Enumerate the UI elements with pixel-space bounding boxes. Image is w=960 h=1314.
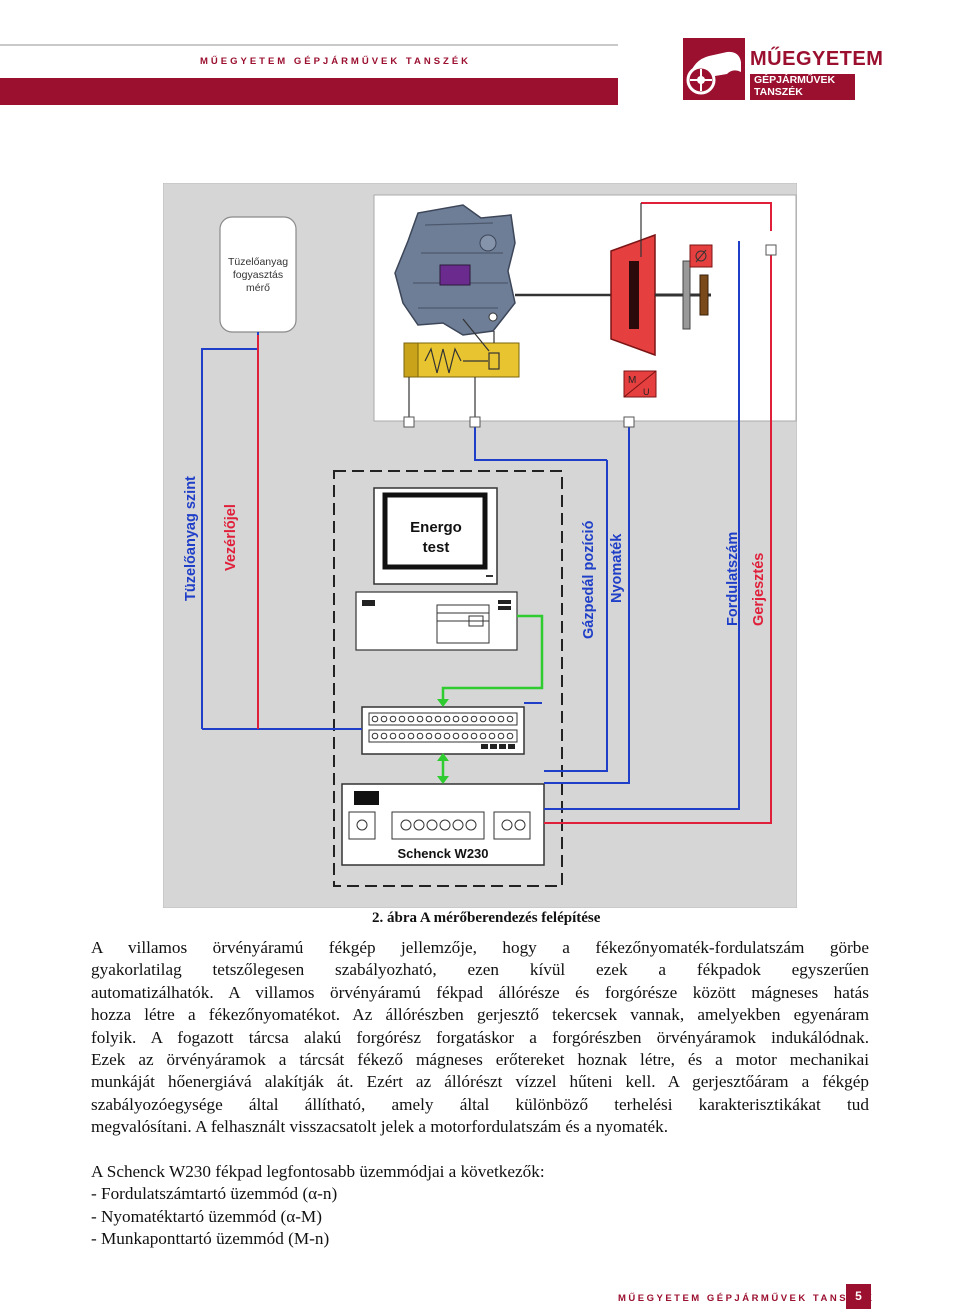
rack-socket — [488, 732, 496, 740]
computer-icon: Energo test — [355, 487, 518, 651]
torque-line — [544, 423, 630, 784]
computer-label-2: test — [423, 539, 450, 556]
rack-socket — [416, 715, 424, 723]
text-line: automatizálhatók. A villamos örvényáramú… — [91, 982, 869, 1002]
rack-socket — [416, 732, 424, 740]
logo-subtitle-line2: TANSZÉK — [754, 86, 803, 98]
car-wheel-icon — [683, 38, 745, 100]
rack-socket — [452, 732, 460, 740]
motor-label-u: U — [643, 387, 650, 397]
rack-socket — [380, 732, 388, 740]
excitation-line — [544, 251, 772, 824]
text-line: A villamos örvényáramú fékgép jellemzője… — [91, 938, 869, 957]
rack-socket — [488, 715, 496, 723]
rack-socket — [380, 715, 388, 723]
header-running-title: MŰEGYETEM GÉPJÁRMŰVEK TANSZÉK — [200, 56, 472, 67]
rack-socket — [461, 732, 469, 740]
interface-rack — [361, 706, 525, 755]
modes-intro: A Schenck W230 fékpad legfontosabb üzemm… — [91, 1162, 545, 1182]
engine-icon — [394, 204, 516, 336]
rack-socket — [452, 715, 460, 723]
measurement-setup-figure: M U Tüzelőanyag fogyasztás mérő Energo t… — [163, 183, 797, 908]
eddy-current-brake: M U — [610, 233, 713, 398]
rack-socket — [479, 715, 487, 723]
fuel-level-label: Tüzelőanyag szint — [183, 476, 199, 601]
computer-label-1: Energo — [410, 519, 462, 536]
footer-running-title: MŰEGYETEM GÉPJÁRMŰVEK TANSZÉK — [618, 1293, 875, 1304]
rack-socket — [470, 732, 478, 740]
rack-socket — [434, 715, 442, 723]
rack-socket — [398, 715, 406, 723]
rack-socket — [506, 732, 514, 740]
rack-socket — [461, 715, 469, 723]
motor-label-m: M — [628, 375, 636, 386]
text-line: Ezek az örvényáramok a tárcsát fékező má… — [91, 1050, 869, 1070]
text-line: folyik. A fogazott tárcsa alakú forgórés… — [91, 1027, 869, 1047]
rack-socket — [425, 715, 433, 723]
fuel-meter: Tüzelőanyag fogyasztás mérő — [219, 216, 297, 333]
rack-socket — [371, 715, 379, 723]
rack-socket — [497, 715, 505, 723]
rack-socket — [497, 732, 505, 740]
rack-socket — [506, 715, 514, 723]
rack-socket — [470, 715, 478, 723]
throttle-position-line — [544, 460, 608, 772]
signal-lines — [201, 202, 772, 824]
motor-box: M U — [623, 370, 657, 398]
body-text: A villamos örvényáramú fékgép jellemzője… — [91, 937, 869, 1251]
text-line: gyakorlatilag tetszőlegesen szabályozhat… — [91, 960, 869, 980]
page-number: 5 — [846, 1284, 871, 1309]
text-line: szabályozóegysége által állítható, amely… — [91, 1094, 869, 1114]
schenck-controller: Schenck W230 — [341, 783, 545, 866]
header-bar — [0, 78, 618, 105]
torque-label: Nyomaték — [609, 533, 625, 603]
mode-item: - Nyomatéktartó üzemmód (α-M) — [91, 1206, 322, 1226]
throttle-actuator — [403, 312, 520, 378]
rack-socket — [407, 732, 415, 740]
speed-line — [544, 241, 740, 810]
header-rule — [0, 44, 618, 46]
rack-socket — [434, 732, 442, 740]
rack-socket — [407, 715, 415, 723]
fuel-meter-label-1: Tüzelőanyag — [228, 256, 288, 268]
rack-socket — [425, 732, 433, 740]
data-link-line-1 — [441, 614, 544, 705]
rack-socket — [371, 732, 379, 740]
rack-socket — [479, 732, 487, 740]
controller-label: Schenck W230 — [397, 846, 488, 861]
text-line: megvalósítani. A felhasznált visszacsato… — [91, 1117, 669, 1137]
fuel-meter-label-2: fogyasztás — [233, 269, 283, 281]
control-signal-label: Vezérlőjel — [223, 504, 239, 571]
control-cabinet-outline — [333, 470, 563, 887]
paragraph-description: A villamos örvényáramú fékgép jellemzője… — [91, 937, 869, 1139]
department-logo: MŰEGYETEM GÉPJÁRMŰVEK TANSZÉK — [683, 38, 883, 102]
logo-title: MŰEGYETEM — [750, 48, 884, 70]
connector-terminals — [403, 244, 777, 428]
logo-subtitle-line1: GÉPJÁRMŰVEK — [754, 74, 836, 86]
rack-socket — [389, 732, 397, 740]
paragraph-modes: A Schenck W230 fékpad legfontosabb üzemm… — [91, 1161, 869, 1251]
rack-socket — [389, 715, 397, 723]
rack-socket — [398, 732, 406, 740]
logo-subtitle-box: GÉPJÁRMŰVEK TANSZÉK — [750, 74, 855, 100]
mode-item: - Munkaponttartó üzemmód (M-n) — [91, 1229, 330, 1249]
rack-socket — [443, 732, 451, 740]
figure-caption: 2. ábra A mérőberendezés felépítése — [372, 910, 601, 926]
mode-item: - Fordulatszámtartó üzemmód (α-n) — [91, 1184, 338, 1204]
rack-socket — [443, 715, 451, 723]
fuel-meter-label-3: mérő — [246, 282, 270, 294]
text-line: munkáját hőenergiává alakítják át. Ezért… — [91, 1072, 869, 1092]
throttle-position-label: Gázpedál pozíció — [581, 520, 597, 639]
text-line: hozza létre a fékezőnyomatékot. Az állór… — [91, 1005, 869, 1025]
speed-label: Fordulatszám — [725, 532, 741, 626]
excitation-label: Gerjesztés — [751, 553, 767, 626]
